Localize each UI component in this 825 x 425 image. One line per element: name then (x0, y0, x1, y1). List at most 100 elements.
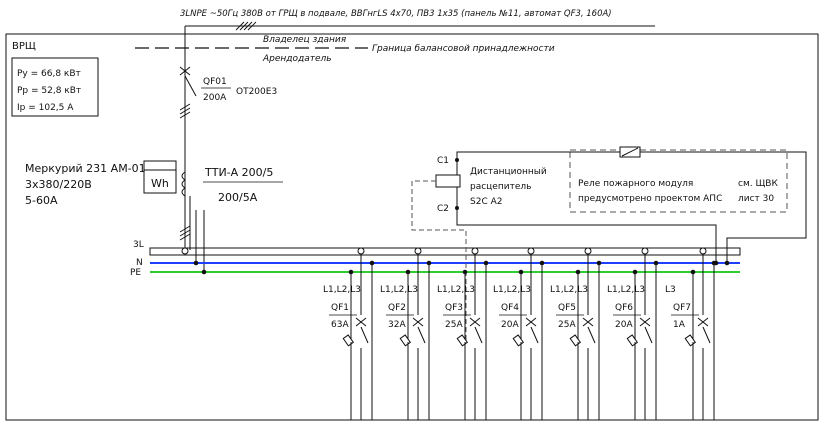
rcd-element (342, 334, 355, 347)
panel-name: ВРЩ (12, 41, 36, 52)
shunt-c1: С1 (437, 156, 449, 166)
meter-current: 5-60А (25, 194, 58, 207)
relay-ref-2: лист 30 (738, 194, 774, 204)
breaker-contact (587, 326, 596, 344)
breaker-name: QF7 (673, 303, 691, 313)
rcd-element (626, 334, 639, 347)
neutral-node (653, 260, 659, 266)
breaker-phases: L1,L2,L3 (550, 285, 588, 295)
neutral-node (483, 260, 489, 266)
l-relay-node (724, 260, 730, 266)
relay-contact-blade (621, 147, 639, 157)
breaker-phases: L1,L2,L3 (323, 285, 361, 295)
bus-tap-node (357, 247, 365, 255)
meter-box (143, 160, 177, 194)
load-pp: Рр = 52,8 кВт (17, 86, 81, 96)
pe-node (575, 269, 581, 275)
tenant-label: Арендодатель (262, 54, 332, 64)
main-breaker-rating: 200А (203, 93, 227, 103)
breaker-cross-b (525, 317, 537, 327)
meter-model: Меркурий 231 АМ-01 (25, 162, 146, 175)
breaker-contact (644, 326, 653, 344)
main-breaker-symbol (179, 66, 197, 119)
bus-label-n: N (136, 258, 143, 268)
neutral-node (426, 260, 432, 266)
main-breaker-name: QF01 (203, 77, 227, 87)
rcd-element (569, 334, 582, 347)
relay-ref-1: см. ЩВК (738, 179, 778, 189)
bus-tap-node (414, 247, 422, 255)
breaker-rating: 20А (615, 320, 633, 330)
feeder-bus-node (181, 247, 189, 255)
main-breaker-model: OT200E3 (236, 87, 277, 97)
shunt-coil (435, 174, 461, 188)
bus-label-l: 3L (133, 240, 144, 250)
ct-name: ТТИ-А 200/5 (204, 166, 273, 179)
breaker-cross-b (697, 317, 709, 327)
pe-node (518, 269, 524, 275)
rcd-element (684, 334, 697, 347)
breaker-rating: 25А (558, 320, 576, 330)
breaker-cross-b (469, 317, 481, 327)
ct-coil (181, 171, 186, 197)
breaker-contact (702, 326, 711, 344)
breaker-phases: L1,L2,L3 (607, 285, 645, 295)
breaker-cross-b (582, 317, 594, 327)
owner-label: Владелец здания (263, 35, 347, 45)
shunt-text-2: расцепитель (470, 182, 531, 192)
meter-symbol: Wh (151, 177, 169, 190)
breaker-contact (474, 326, 483, 344)
breaker-phases: L3 (665, 285, 676, 295)
rcd-element (399, 334, 412, 347)
ct-cable-marks (179, 225, 191, 241)
breaker-name: QF2 (388, 303, 406, 313)
neutral-node (596, 260, 602, 266)
breaker-phases: L1,L2,L3 (380, 285, 418, 295)
breaker-cross-b (639, 317, 651, 327)
pe-node (405, 269, 411, 275)
neutral-node (369, 260, 375, 266)
breaker-name: QF5 (558, 303, 576, 313)
relay-text-2: предусмотрено проектом АПС (578, 194, 722, 204)
breaker-rating: 32А (388, 320, 406, 330)
meter-voltage: 3х380/220В (25, 178, 92, 191)
shunt-mech-link (411, 180, 467, 340)
breaker-cross-b (355, 317, 367, 327)
bus-tap-node (584, 247, 592, 255)
pe-node (690, 269, 696, 275)
breaker-phases: L1,L2,L3 (493, 285, 531, 295)
cable-marks (235, 21, 257, 31)
breaker-phases: L1,L2,L3 (437, 285, 475, 295)
boundary-label: Граница балансовой принадлежности (372, 44, 555, 54)
pe-node (348, 269, 354, 275)
breaker-name: QF4 (501, 303, 519, 313)
pe-node (632, 269, 638, 275)
breaker-name: QF6 (615, 303, 633, 313)
load-summary-box (11, 57, 99, 117)
breaker-cross-b (412, 317, 424, 327)
breaker-rating: 25А (445, 320, 463, 330)
ct-ratio: 200/5А (218, 191, 258, 204)
rcd-element (512, 334, 525, 347)
shunt-c2: С2 (437, 204, 449, 214)
shunt-text-1: Дистанционный (470, 167, 547, 177)
bus-tap-node (471, 247, 479, 255)
breaker-name: QF3 (445, 303, 463, 313)
pe-bus-node (201, 269, 207, 275)
breaker-contact (360, 326, 369, 344)
relay-text-1: Реле пожарного модуля (578, 179, 693, 189)
load-py: Ру = 66,8 кВт (17, 69, 81, 79)
breaker-rating: 20А (501, 320, 519, 330)
n-bus-node (193, 260, 199, 266)
bus-label-pe: PE (130, 268, 141, 278)
breaker-rating: 63А (331, 320, 349, 330)
bus-tap-node (699, 247, 707, 255)
